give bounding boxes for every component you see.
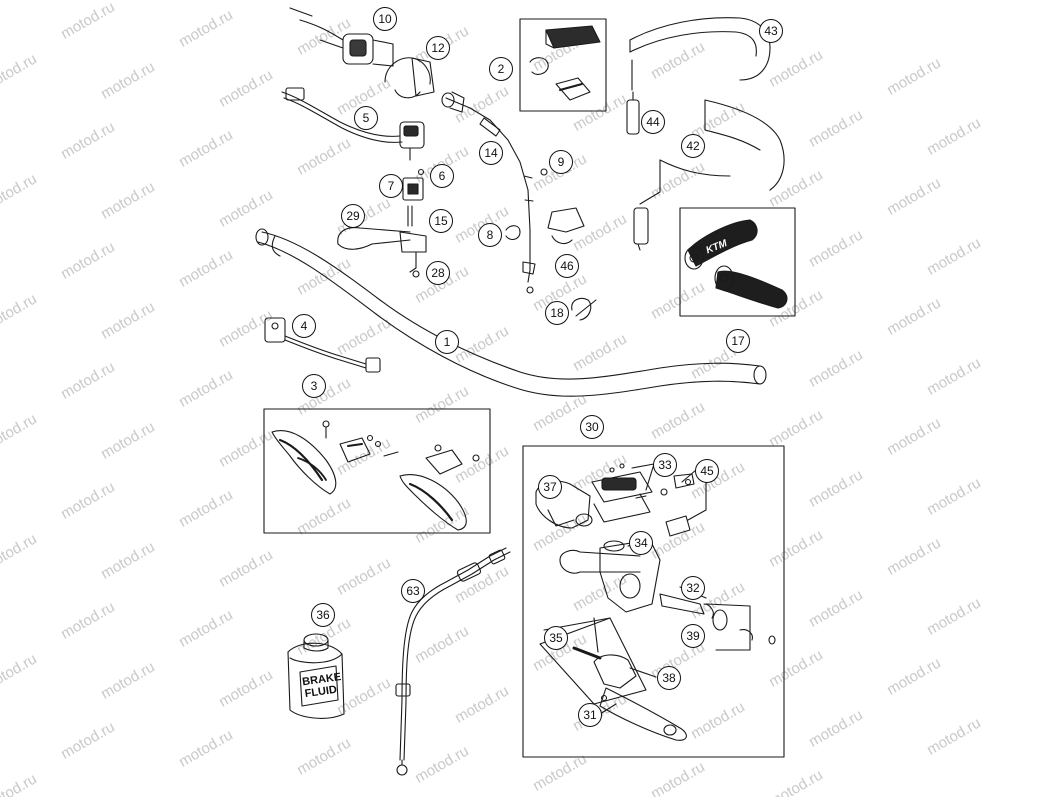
callout-6: 6 — [430, 164, 454, 188]
wiring-harness — [281, 87, 425, 161]
callout-10: 10 — [373, 7, 397, 31]
callout-29: 29 — [341, 204, 365, 228]
callout-2: 2 — [489, 57, 513, 81]
callout-63: 63 — [401, 579, 425, 603]
brake-hose — [395, 547, 511, 776]
kill-switch — [264, 317, 381, 373]
callout-33: 33 — [653, 453, 677, 477]
callout-28: 28 — [426, 261, 450, 285]
clutch-lever-assembly — [337, 168, 427, 278]
callout-4: 4 — [292, 314, 316, 338]
callout-34: 34 — [629, 531, 653, 555]
callout-39: 39 — [681, 624, 705, 648]
callout-5: 5 — [354, 106, 378, 130]
brake-fluid-bottle — [287, 633, 345, 719]
callout-35: 35 — [544, 626, 568, 650]
callout-44: 44 — [641, 110, 665, 134]
callout-45: 45 — [695, 459, 719, 483]
callout-7: 7 — [379, 174, 403, 198]
callout-15: 15 — [429, 209, 453, 233]
callout-1: 1 — [435, 330, 459, 354]
small-hardware — [505, 168, 597, 321]
callout-31: 31 — [578, 703, 602, 727]
callout-38: 38 — [657, 666, 681, 690]
brake-master-cylinder — [522, 445, 785, 758]
callout-9: 9 — [549, 150, 573, 174]
callout-18: 18 — [545, 301, 569, 325]
callout-42: 42 — [681, 134, 705, 158]
callout-3: 3 — [302, 374, 326, 398]
callout-36: 36 — [311, 603, 335, 627]
callout-46: 46 — [555, 254, 579, 278]
handlebar — [255, 228, 767, 397]
brake-fluid-label: BRAKE FLUID — [301, 671, 341, 700]
callout-43: 43 — [759, 19, 783, 43]
hand-guards — [263, 408, 491, 534]
callout-14: 14 — [479, 141, 503, 165]
throttle-cable — [441, 91, 536, 294]
switch-housing — [289, 7, 394, 67]
throttle-housing — [519, 18, 607, 112]
callout-leaders — [543, 463, 751, 715]
callout-37: 37 — [538, 475, 562, 499]
callout-12: 12 — [426, 36, 450, 60]
callout-8: 8 — [478, 223, 502, 247]
handlebar-grips — [679, 207, 796, 317]
callout-30: 30 — [580, 415, 604, 439]
clamp — [384, 57, 435, 99]
callout-32: 32 — [681, 576, 705, 600]
hose-assembly — [626, 17, 785, 251]
callout-17: 17 — [726, 329, 750, 353]
